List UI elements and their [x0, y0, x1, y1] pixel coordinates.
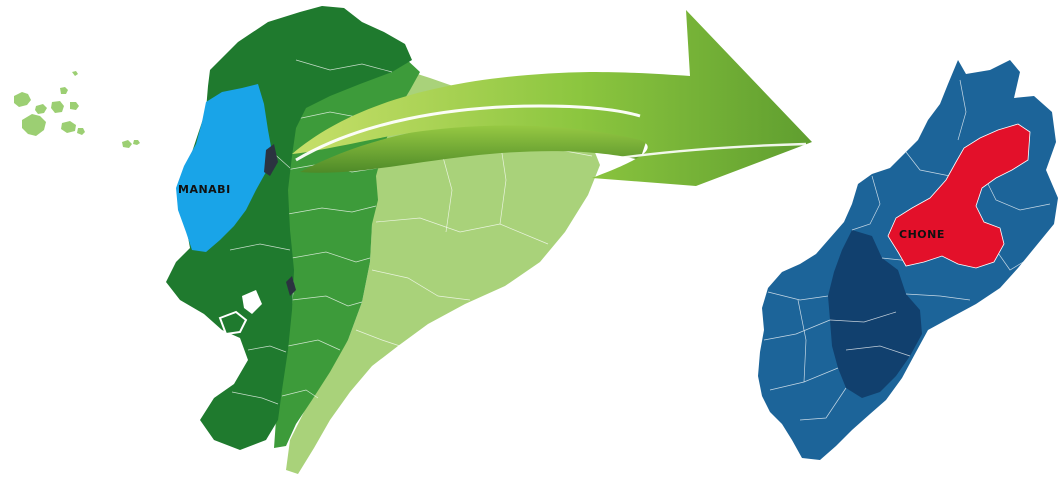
manabi-label: MANABI [178, 183, 231, 196]
ecuador-map: MANABI [14, 6, 600, 474]
coast-province-borders [229, 59, 393, 405]
canton-dark-group [828, 230, 922, 398]
gulf-water [242, 290, 262, 314]
curved-arrow-icon [292, 10, 812, 186]
manabi-dark-sliver [264, 144, 278, 176]
manabi-canton-map: CHONE [758, 60, 1058, 460]
amazon-region [286, 70, 600, 474]
canton-borders [763, 79, 1051, 421]
sierra-dark-sliver [286, 276, 296, 296]
chone-label: CHONE [899, 228, 945, 241]
galapagos-islands [14, 71, 140, 148]
manabi-province [176, 84, 272, 252]
chone-canton [887, 123, 1031, 269]
gulf-island [218, 310, 248, 336]
